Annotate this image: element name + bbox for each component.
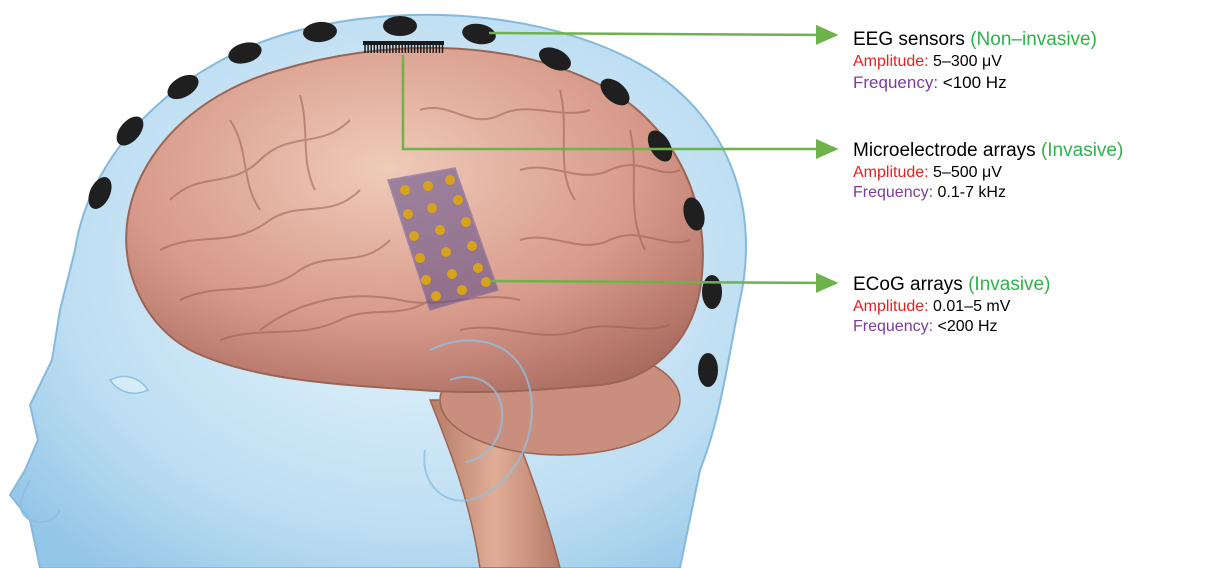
eeg-sensor <box>702 275 722 309</box>
microelectrode-amplitude: Amplitude: 5–500 μV <box>853 163 1123 183</box>
eeg-title-text: EEG sensors <box>853 29 965 50</box>
ecog-electrode <box>457 285 467 295</box>
eeg-amplitude-key: Amplitude: <box>853 53 929 70</box>
ecog-frequency: Frequency: <200 Hz <box>853 317 1050 337</box>
ecog-frequency-key: Frequency: <box>853 318 933 335</box>
ecog-electrode <box>427 203 437 213</box>
ecog-label-block: ECoG arrays (Invasive) Amplitude: 0.01–5… <box>853 273 1050 337</box>
eeg-frequency: Frequency: <100 Hz <box>853 72 1097 93</box>
microelectrode-amplitude-key: Amplitude: <box>853 164 929 181</box>
microelectrode-title-text: Microelectrode arrays <box>853 140 1036 161</box>
ecog-amplitude-key: Amplitude: <box>853 298 929 315</box>
ecog-electrode <box>403 209 413 219</box>
microelectrode-frequency: Frequency: 0.1-7 kHz <box>853 183 1123 203</box>
eeg-frequency-value: <100 Hz <box>943 73 1007 92</box>
ecog-electrode <box>423 181 433 191</box>
ecog-title-text: ECoG arrays <box>853 274 963 295</box>
microelectrode-tag: (Invasive) <box>1041 140 1123 161</box>
microelectrode-title: Microelectrode arrays (Invasive) <box>853 139 1123 163</box>
ecog-amplitude-value: 0.01–5 mV <box>933 298 1010 315</box>
ecog-electrode <box>473 263 483 273</box>
ecog-electrode <box>435 225 445 235</box>
microelectrode-label-block: Microelectrode arrays (Invasive) Amplitu… <box>853 139 1123 203</box>
ecog-electrode <box>453 195 463 205</box>
ecog-electrode <box>431 291 441 301</box>
microelectrode-frequency-key: Frequency: <box>853 184 933 201</box>
eeg-sensor <box>383 16 417 36</box>
ecog-frequency-value: <200 Hz <box>938 318 998 335</box>
ecog-electrode <box>481 277 491 287</box>
eeg-frequency-key: Frequency: <box>853 73 938 92</box>
ecog-electrode <box>421 275 431 285</box>
eeg-label-block: EEG sensors (Non–invasive) Amplitude: 5–… <box>853 28 1097 93</box>
ecog-electrode <box>445 175 455 185</box>
ecog-tag: (Invasive) <box>968 274 1050 295</box>
ecog-electrode <box>467 241 477 251</box>
ecog-electrode <box>400 185 410 195</box>
microelectrode-frequency-value: 0.1-7 kHz <box>938 184 1006 201</box>
ecog-electrode <box>415 253 425 263</box>
ecog-electrode <box>461 217 471 227</box>
ecog-electrode <box>447 269 457 279</box>
ecog-title: ECoG arrays (Invasive) <box>853 273 1050 297</box>
eeg-amplitude-value: 5–300 μV <box>933 53 1002 70</box>
eeg-sensor <box>698 353 718 387</box>
eeg-tag: (Non–invasive) <box>970 29 1097 50</box>
ecog-electrode <box>409 231 419 241</box>
eeg-title: EEG sensors (Non–invasive) <box>853 28 1097 52</box>
ecog-amplitude: Amplitude: 0.01–5 mV <box>853 297 1050 317</box>
eeg-amplitude: Amplitude: 5–300 μV <box>853 52 1097 72</box>
ecog-electrode <box>441 247 451 257</box>
microelectrode-amplitude-value: 5–500 μV <box>933 164 1002 181</box>
